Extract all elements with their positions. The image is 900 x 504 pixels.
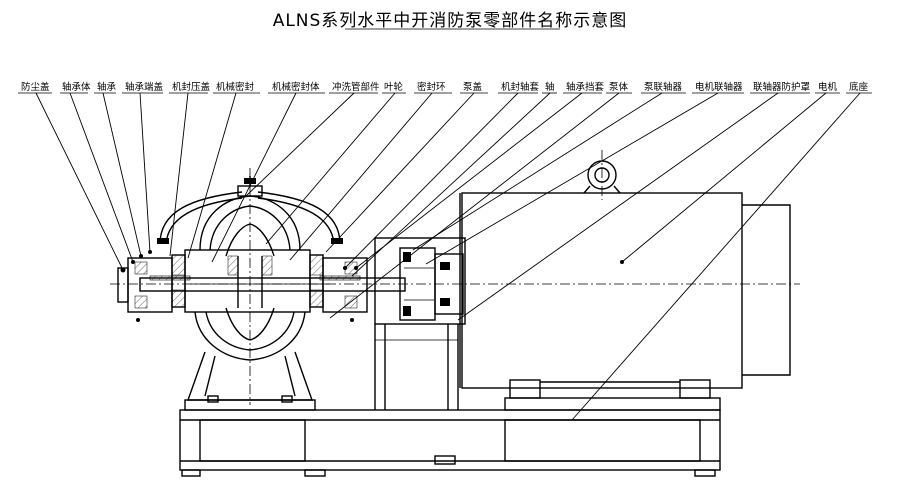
label-impeller: 叶轮 <box>384 81 404 93</box>
part-labels: 防尘盖 轴承体 轴承 轴承端盖 机封压盖 机械密封 机械密封体 冲洗管部件 叶轮… <box>21 81 869 93</box>
label-motor-coupling: 电机联轴器 <box>695 81 743 93</box>
right-bearing-housing <box>322 257 368 322</box>
label-mechanical-seal-body: 机械密封体 <box>272 81 320 93</box>
label-pump-coupling: 泵联轴器 <box>644 81 683 93</box>
flush-pipe <box>157 191 343 245</box>
label-pump-cover: 泵盖 <box>463 81 483 93</box>
label-base: 底座 <box>849 81 869 93</box>
pump-pedestal <box>184 351 316 411</box>
label-motor: 电机 <box>818 81 838 93</box>
coupling-guard <box>374 237 466 410</box>
label-bearing-end-cover: 轴承端盖 <box>125 81 164 93</box>
label-coupling-guard: 联轴器防护罩 <box>753 81 810 93</box>
label-bearing-housing: 轴承体 <box>62 81 91 93</box>
label-dust-cover: 防尘盖 <box>21 81 50 93</box>
left-bearing-housing <box>117 250 173 322</box>
motor-body <box>459 160 791 389</box>
label-shaft: 轴 <box>545 81 555 93</box>
base-frame <box>179 409 721 477</box>
label-bearing-sleeve: 轴承挡套 <box>566 81 605 93</box>
page-title: ALNS系列水平中开消防泵零部件名称示意图 <box>272 11 628 31</box>
label-mechanical-seal: 机械密封 <box>216 81 255 93</box>
label-bearing: 轴承 <box>97 81 117 93</box>
shaft <box>139 275 406 292</box>
pump-casing <box>171 176 324 361</box>
label-flush-pipe: 冲洗管部件 <box>332 81 380 93</box>
centerlines <box>110 150 800 405</box>
label-seal-ring: 密封环 <box>417 81 446 93</box>
leader-lines <box>35 92 861 421</box>
label-seal-sleeve: 机封轴套 <box>501 81 540 93</box>
motor-mount <box>504 379 721 411</box>
label-seal-gland: 机封压盖 <box>172 81 211 93</box>
label-pump-body: 泵体 <box>609 81 629 93</box>
